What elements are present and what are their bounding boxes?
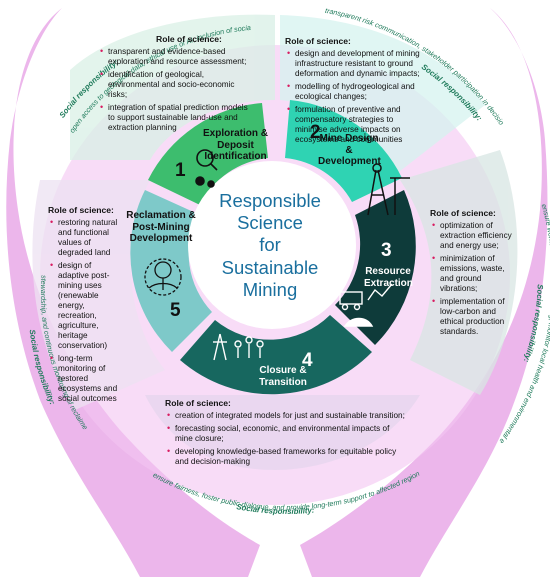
headframe-crane-icon (367, 163, 410, 216)
segment-number-5: 5 (170, 300, 181, 321)
science-heading: Role of science: (156, 34, 222, 44)
science-item: modelling of hydrogeological and ecologi… (287, 81, 425, 102)
magnifier-ore-icon (195, 149, 218, 188)
science-block-exploration: Role of science: transparent and evidenc… (98, 34, 248, 136)
science-item: design and development of mining infrast… (287, 48, 425, 79)
segment-label-exploration: Exploration & Deposit Identification (202, 128, 268, 162)
center-disc (188, 161, 356, 329)
science-block-closure: Role of science: creation of integrated … (165, 398, 405, 470)
pylon-people-icon (213, 333, 264, 361)
center-title: Responsible Science for Sustainable Mini… (200, 190, 340, 301)
science-item: identification of geological, environmen… (100, 69, 248, 100)
segment-label-extraction: Resource Extraction (364, 266, 413, 289)
science-item: minimization of emissions, waste, and gr… (432, 253, 512, 294)
center-title-line: Science (237, 212, 303, 234)
segment-number-4: 4 (302, 350, 313, 371)
science-block-reclamation: Role of science: restoring natural and f… (48, 205, 124, 407)
tree-landscape-icon (144, 258, 182, 296)
science-item: design of adaptive post-mining uses (ren… (50, 260, 124, 351)
science-item: restoring natural and functional values … (50, 217, 124, 258)
science-item: developing knowledge-based frameworks fo… (167, 446, 405, 467)
science-item: formulation of preventive and compensato… (287, 104, 425, 145)
science-item: implementation of low-carbon and ethical… (432, 296, 512, 337)
segment-number-1: 1 (175, 160, 186, 181)
science-item: long-term monitoring of restored ecosyst… (50, 353, 124, 404)
science-item: optimization of extraction efficiency an… (432, 220, 512, 251)
segment-label-reclamation: Reclamation & Post-Mining Development (126, 210, 196, 244)
segment-label-closure: Closure & Transition (259, 365, 307, 388)
science-heading: Role of science: (285, 36, 351, 46)
left-hand (6, 8, 260, 577)
science-heading: Role of science: (430, 208, 496, 218)
science-block-extraction: Role of science: optimization of extract… (430, 208, 512, 340)
science-item: transparent and evidence-based explorati… (100, 46, 248, 67)
segment-number-3: 3 (381, 240, 392, 261)
mine-cart-chart-icon (339, 283, 393, 327)
science-item: creation of integrated models for just a… (167, 410, 405, 421)
science-heading: Role of science: (165, 398, 231, 408)
center-title-line: for (259, 234, 281, 256)
science-item: forecasting social, economic, and enviro… (167, 423, 405, 444)
segment-closure[interactable] (180, 315, 372, 395)
science-item: integration of spatial prediction models… (100, 102, 248, 133)
center-title-line: Mining (242, 278, 298, 300)
right-hand (300, 8, 548, 577)
science-block-design: Role of science: design and development … (285, 36, 425, 148)
center-title-line: Responsible (219, 190, 321, 211)
center-title-line: Sustainable (221, 256, 319, 278)
science-heading: Role of science: (48, 205, 114, 215)
